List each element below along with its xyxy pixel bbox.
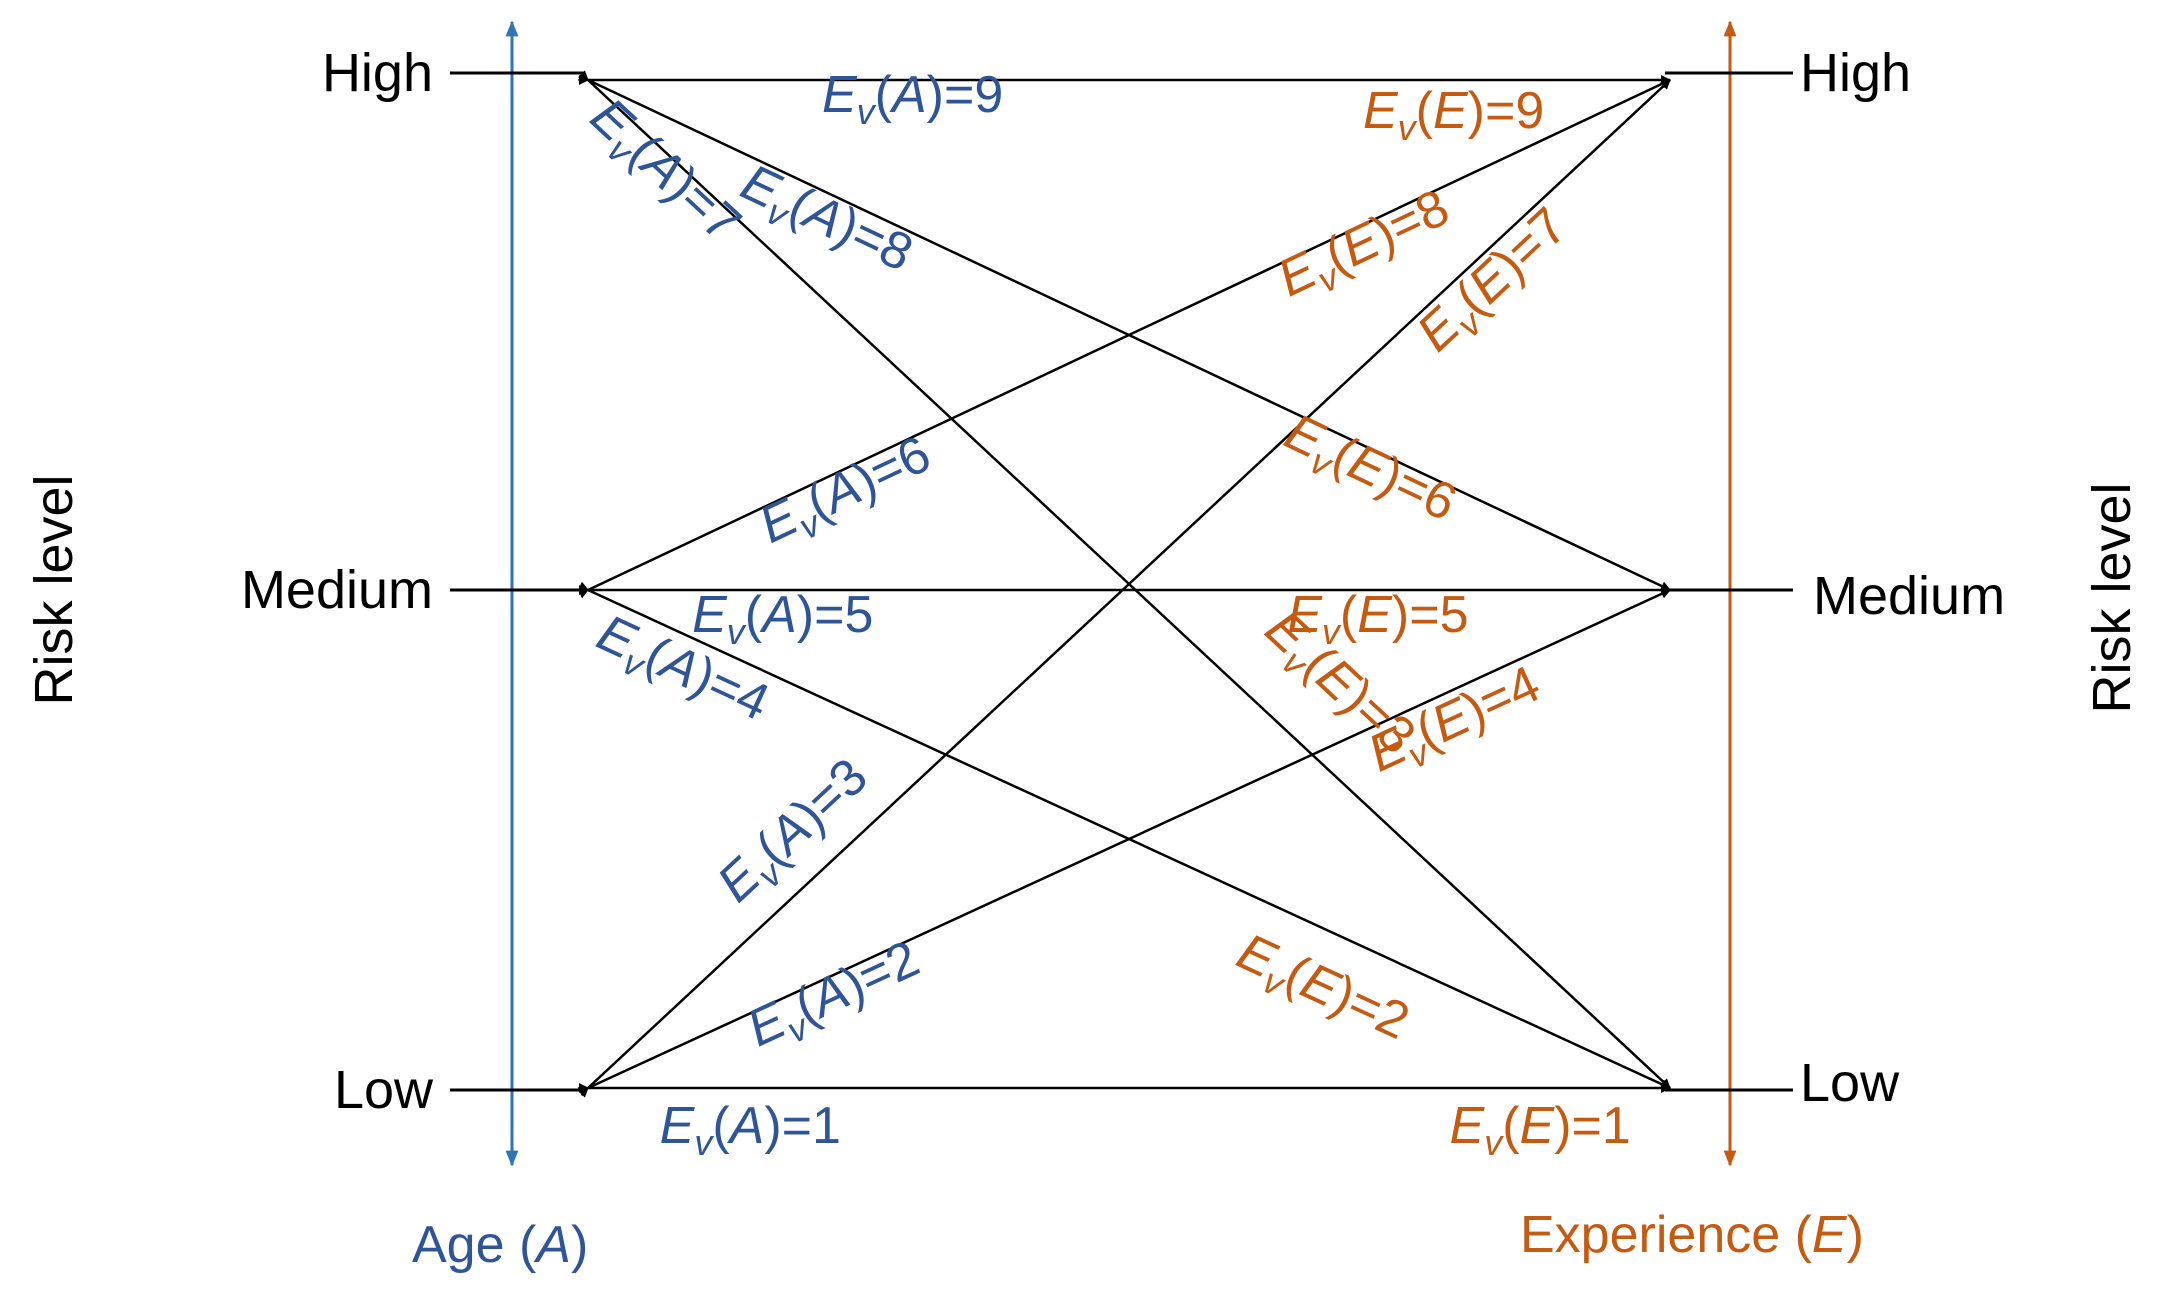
right-side-title: Risk level (2082, 482, 2142, 713)
edge-low-medium (577, 588, 1671, 1097)
experience-edge-label-4: Ev(E)=4 (1360, 655, 1552, 791)
age-edge-label-6: Ev(A)=6 (751, 425, 943, 562)
experience-edge-label-9: Ev(E)=9 (1363, 82, 1544, 148)
age-edge-label-5: Ev(A)=5 (692, 586, 873, 652)
experience-edge-label-5: Ev(E)=5 (1287, 586, 1468, 652)
left-side-title: Risk level (24, 474, 84, 705)
labels-layer: Ev(A)=9 Ev(E)=9Ev(A)=8Ev(E)=6 Ev(A)=7Ev(E)… (574, 66, 1631, 1163)
age-edge-label-2: Ev(A)=2 (739, 930, 931, 1066)
edges-layer (577, 70, 1671, 1098)
age-edge-label-8: Ev(A)=8 (729, 153, 921, 290)
experience-axis-label: Experience (E) (1520, 1206, 1864, 1264)
experience-edge-label-2: Ev(E)=2 (1225, 922, 1417, 1058)
experience-edge-label-8: Ev(E)=8 (1269, 178, 1461, 315)
age-edge-label-9: Ev(A)=9 (822, 66, 1003, 132)
right-level-medium: Medium (1813, 566, 2005, 626)
right-level-low: Low (1800, 1053, 1900, 1113)
age-axis-label: Age (A) (412, 1216, 588, 1274)
age-edge-label-1: Ev(A)=1 (660, 1097, 841, 1163)
experience-edge-label-6: Ev(E)=6 (1273, 403, 1465, 540)
right-level-high: High (1800, 43, 1911, 103)
age-edge-label-7: Ev(A)=7 (574, 87, 752, 259)
left-level-medium: Medium (241, 560, 433, 620)
experience-edge-label-3: Ev(E)=3 (1249, 600, 1427, 772)
experience-edge-label-1: Ev(E)=1 (1450, 1097, 1631, 1163)
left-level-high: High (322, 43, 433, 103)
left-level-low: Low (334, 1060, 434, 1120)
